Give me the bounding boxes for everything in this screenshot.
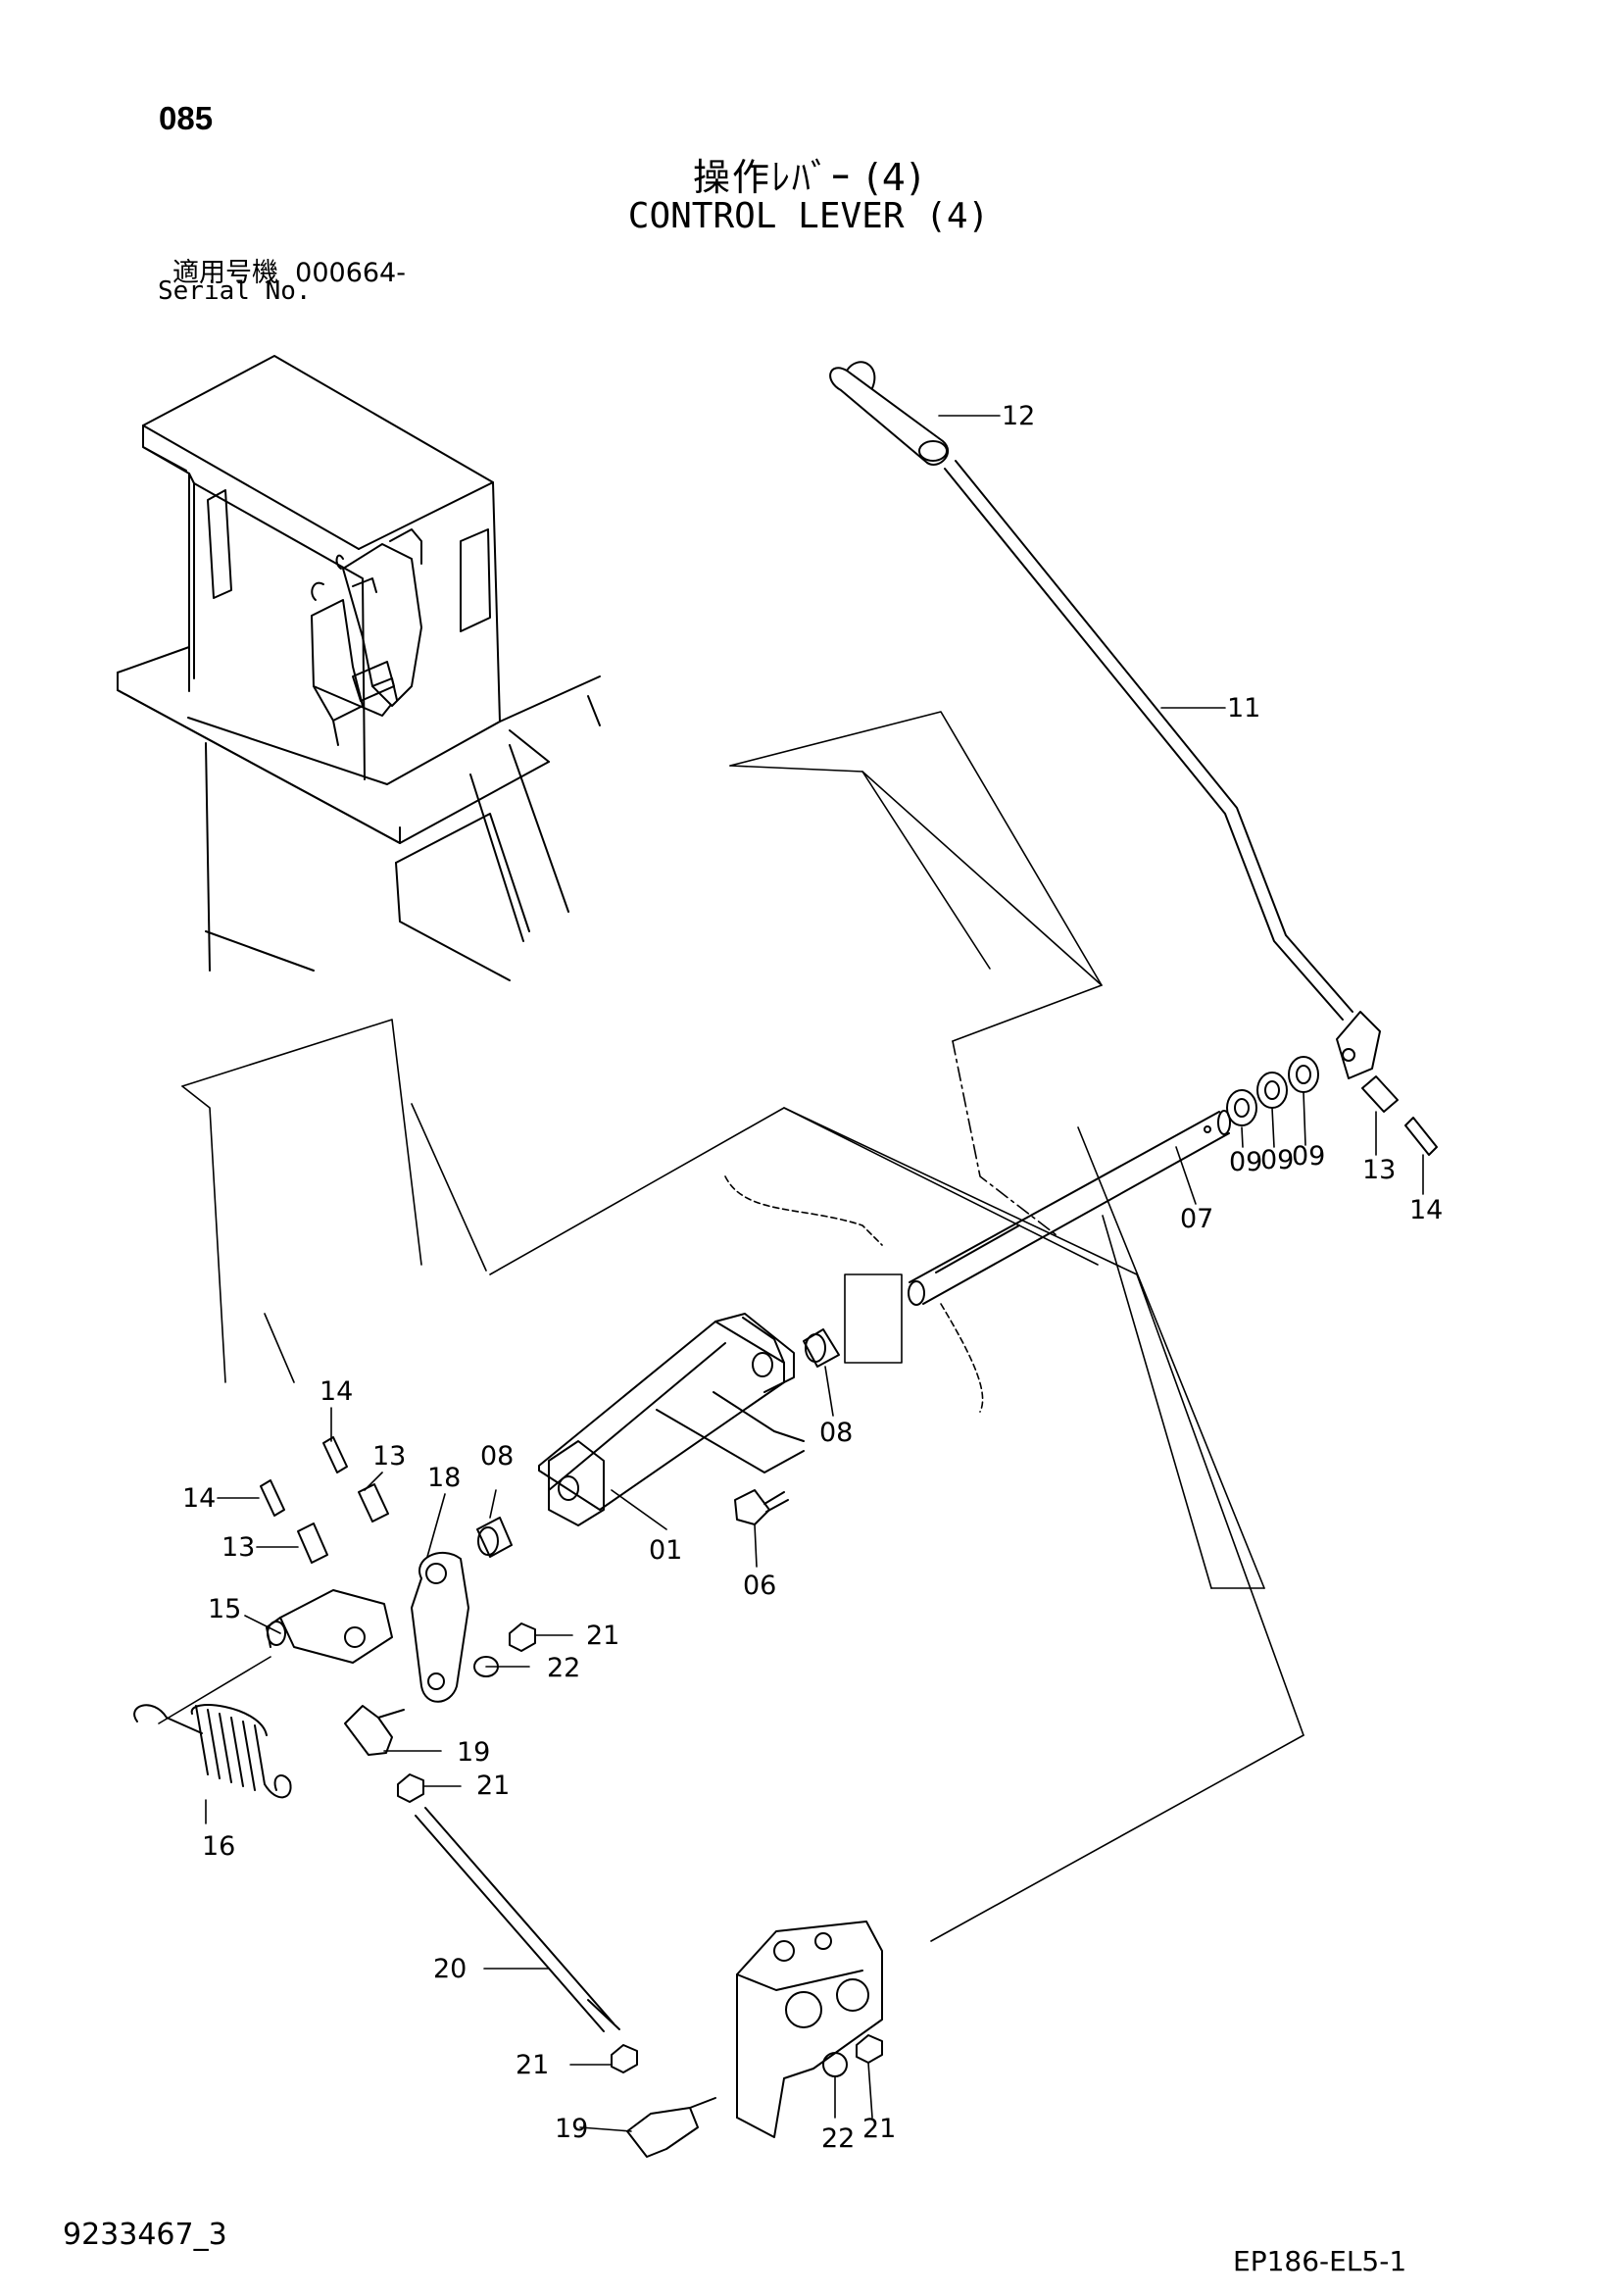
- lever-rod-part: [944, 460, 1381, 1079]
- callout-09: 09: [1260, 1145, 1294, 1175]
- callout-12: 12: [1002, 401, 1035, 431]
- sheet-code: EP186-EL5-1: [1233, 2245, 1407, 2277]
- callout-19: 19: [457, 1737, 490, 1768]
- callout-21: 21: [516, 2050, 549, 2080]
- callout-14: 14: [320, 1376, 353, 1407]
- pins-upper-right: [1361, 1075, 1438, 1156]
- callout-01: 01: [649, 1535, 682, 1566]
- title-english: CONTROL LEVER (4): [627, 196, 990, 236]
- machine-cab-illustration: [117, 355, 601, 981]
- callout-labels: 12 11 09 09 09 13 14 07 08 14 13 18 08 1…: [182, 401, 1443, 2154]
- callout-21: 21: [476, 1771, 510, 1801]
- grip-part: [829, 361, 950, 466]
- bracket-part: [538, 1313, 805, 1526]
- callout-14: 14: [1409, 1195, 1443, 1225]
- serial-label-japanese: 適用号機 000664-: [172, 258, 406, 288]
- washers-part: [1226, 1056, 1319, 1126]
- callout-07: 07: [1180, 1204, 1213, 1234]
- pins-left: [260, 1436, 389, 1564]
- callout-11: 11: [1227, 693, 1260, 724]
- nuts-washers-part: [397, 1622, 883, 2077]
- callout-21: 21: [862, 2114, 896, 2144]
- callout-22: 22: [821, 2123, 855, 2154]
- leader-lines: [205, 415, 1424, 2132]
- callout-13: 13: [372, 1441, 406, 1472]
- control-rod-part: [415, 1807, 620, 2032]
- bushings-part: [476, 1328, 840, 1558]
- drawing-number: 9233467_3: [63, 2218, 227, 2252]
- callout-18: 18: [427, 1463, 461, 1493]
- callout-21: 21: [586, 1621, 619, 1651]
- callout-08: 08: [819, 1418, 853, 1448]
- frame-outlines: [181, 711, 1304, 1942]
- callout-09: 09: [1229, 1147, 1262, 1177]
- callout-14: 14: [182, 1483, 216, 1514]
- valve-block-part: [736, 1921, 883, 2138]
- callout-16: 16: [202, 1831, 235, 1862]
- callout-20: 20: [433, 1954, 467, 1984]
- clevis-part: [266, 1589, 393, 1664]
- callout-22: 22: [547, 1653, 580, 1683]
- callout-15: 15: [208, 1594, 241, 1624]
- callout-08: 08: [480, 1441, 514, 1472]
- serial-label-english: Serial No.: [158, 276, 312, 306]
- title-japanese: 操作ﾚﾊﾞｰ (4): [693, 156, 924, 199]
- callout-09: 09: [1292, 1141, 1325, 1172]
- callout-19: 19: [555, 2114, 588, 2144]
- callout-13: 13: [221, 1532, 255, 1563]
- callout-13: 13: [1362, 1155, 1396, 1185]
- lever-arm-part: [411, 1552, 469, 1703]
- callout-06: 06: [743, 1571, 776, 1601]
- spring-part: [133, 1656, 292, 1799]
- shaft-part: [908, 1110, 1231, 1306]
- bolt-part: [734, 1489, 789, 1525]
- page-number: 085: [159, 100, 214, 136]
- ball-joints-part: [344, 1705, 716, 2158]
